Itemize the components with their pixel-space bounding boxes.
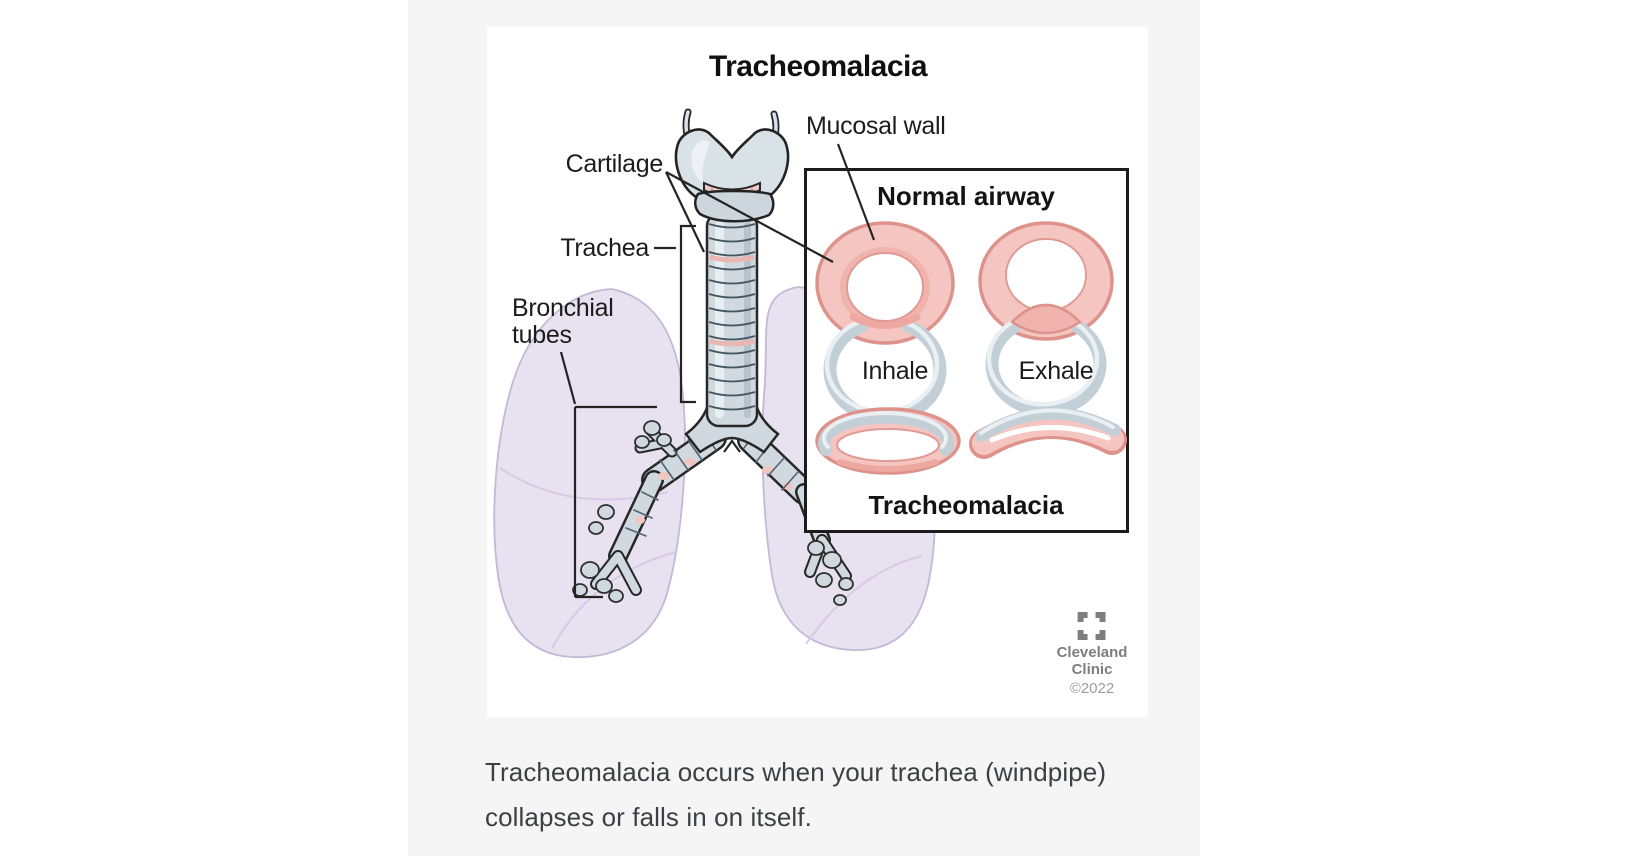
cartilage-leader-to-trachea [665,171,705,253]
figure-title: Tracheomalacia [708,50,928,83]
credit-org-line1: Cleveland [1056,644,1128,661]
figure-caption: Tracheomalacia occurs when your trachea … [485,750,1106,840]
leader-lines [665,143,876,263]
label-trachea: Trachea [560,234,649,262]
larynx [674,108,790,223]
label-cartilage: Cartilage [565,150,664,178]
inset-box [804,168,1129,533]
inset-title-normal-airway: Normal airway [877,181,1055,211]
trachea-tube [684,212,780,454]
label-mucosal-wall: Mucosal wall [806,112,946,140]
credit-year: ©2022 [1069,680,1115,697]
mucosal-wall-leader [836,143,876,241]
credit-org-line2: Clinic [1071,661,1113,678]
ring-tm-inhale [815,407,961,475]
bronchial-knobs [572,420,854,606]
label-bronchial-line1: Bronchial [512,294,614,322]
cleveland-clinic-logo-icon [1078,612,1106,640]
ring-tm-exhale [969,407,1127,459]
caption-line2: collapses or falls in on itself. [485,802,812,832]
trachea-bracket [679,224,696,404]
inset-title-tracheomalacia: Tracheomalacia [868,490,1064,520]
bronchial-bracket [559,351,657,599]
label-brackets [559,224,696,599]
credit-block: Cleveland Clinic ©2022 [1056,612,1128,697]
cartilage-leader-to-ring [665,171,834,263]
ring-normal-exhale [978,221,1114,417]
trachea-cartilage-rings [708,223,756,411]
caption-line1: Tracheomalacia occurs when your trachea … [485,757,1107,787]
label-bronchial-line2: tubes [512,321,572,349]
label-exhale: Exhale [1018,357,1094,385]
label-inhale: Inhale [861,357,929,385]
